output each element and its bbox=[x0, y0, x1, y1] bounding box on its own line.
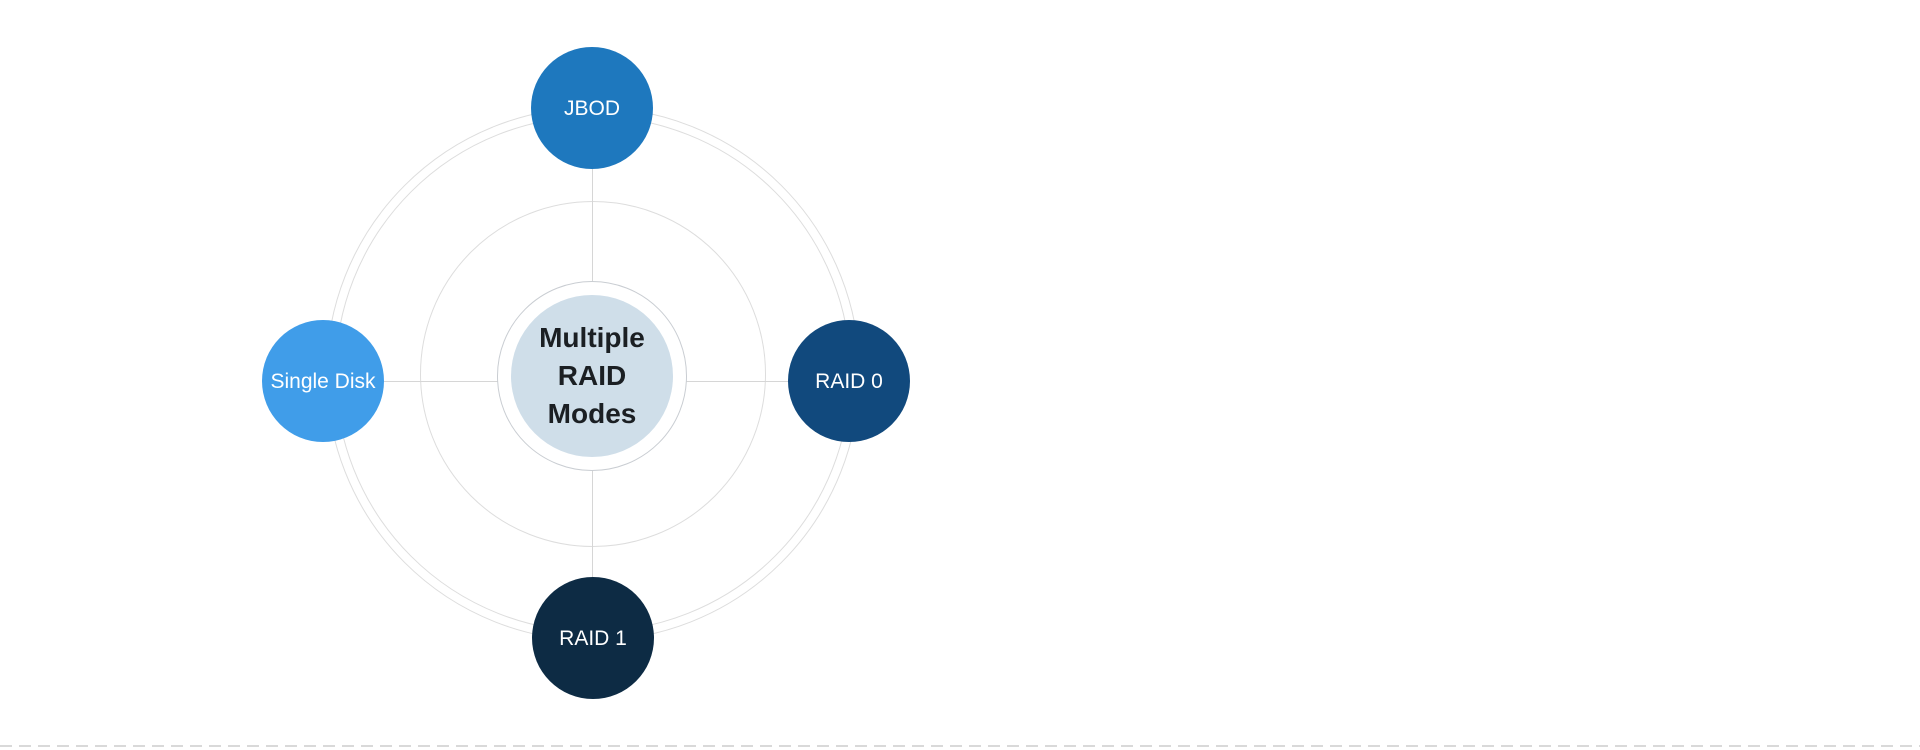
node-raid1-label: RAID 1 bbox=[559, 626, 627, 650]
hub-circle: Multiple RAID Modes bbox=[497, 281, 687, 471]
node-single-disk-label: Single Disk bbox=[270, 369, 376, 393]
bottom-dashed-divider bbox=[0, 745, 1920, 747]
node-single-disk: Single Disk bbox=[262, 320, 384, 442]
node-raid1: RAID 1 bbox=[532, 577, 654, 699]
diagram-title: Multiple RAID Modes bbox=[539, 322, 645, 429]
node-jbod-label: JBOD bbox=[563, 96, 620, 120]
node-jbod: JBOD bbox=[531, 47, 653, 169]
hub-inner-circle: Multiple RAID Modes bbox=[511, 295, 673, 457]
node-raid0: RAID 0 bbox=[788, 320, 910, 442]
node-raid0-label: RAID 0 bbox=[815, 369, 883, 393]
